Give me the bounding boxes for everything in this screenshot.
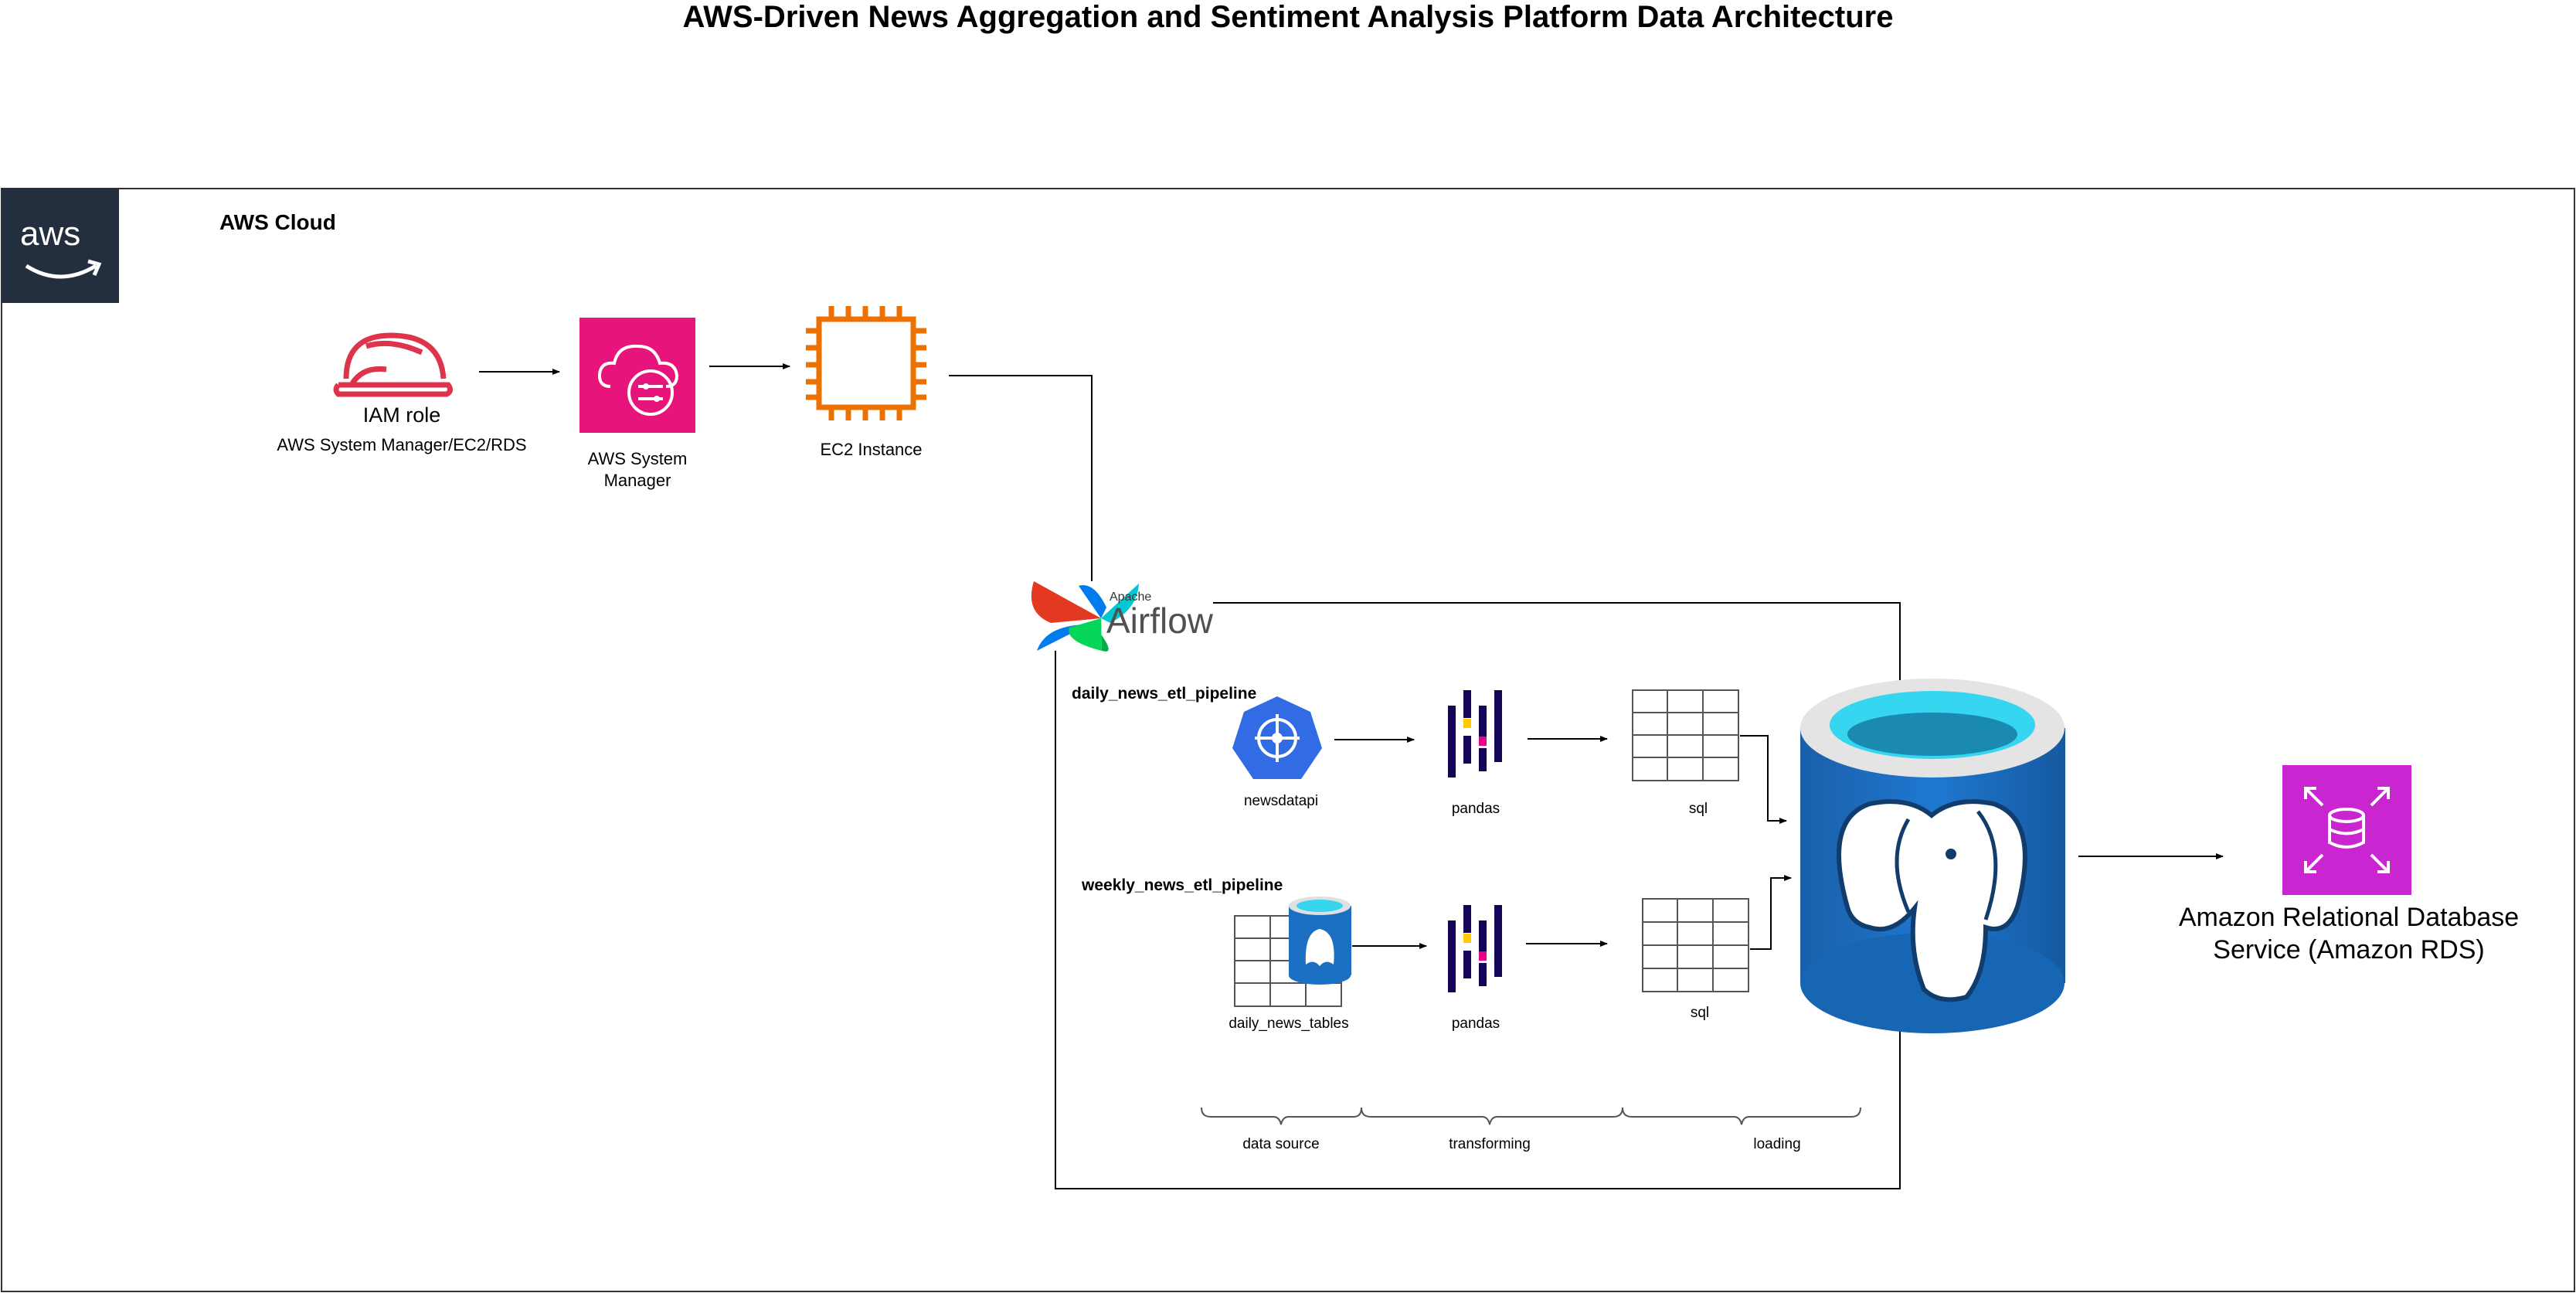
- transform-weekly-label: pandas: [1451, 1016, 1500, 1032]
- page-title: AWS-Driven News Aggregation and Sentimen…: [682, 0, 1894, 34]
- stage-transforming: transforming: [1449, 1136, 1531, 1152]
- aws-logo: [2, 189, 119, 303]
- load-weekly-label: sql: [1690, 1005, 1710, 1021]
- iam-role-label: IAM role: [362, 403, 441, 427]
- arrow-sql-weekly-to-postgres: [1750, 875, 1792, 950]
- load-daily-label: sql: [1688, 801, 1708, 817]
- line-ec2-to-airflow: [949, 375, 1093, 581]
- rds-label: Amazon Relational Database Service (Amaz…: [2178, 903, 2520, 965]
- aws-cloud-group: [1, 188, 2575, 1292]
- pandas-icon-weekly: [1448, 905, 1502, 992]
- transform-daily-label: pandas: [1451, 801, 1500, 817]
- iam-role-icon: [333, 332, 454, 397]
- sql-table-daily: [1632, 689, 1739, 781]
- ssm-label: AWS System Manager: [587, 449, 688, 490]
- stage-loading: loading: [1753, 1136, 1801, 1152]
- arrow-sql-daily-to-postgres: [1740, 735, 1787, 824]
- source-weekly-label: daily_news_tables: [1229, 1016, 1349, 1032]
- pipeline-daily-name: daily_news_etl_pipeline: [1072, 685, 1257, 703]
- aws-cloud-label: AWS Cloud: [219, 210, 336, 234]
- iam-role-sublabel: AWS System Manager/EC2/RDS: [277, 435, 527, 454]
- ec2-label: EC2 Instance: [820, 440, 923, 459]
- source-daily-label: newsdatapi: [1243, 793, 1319, 809]
- stage-brackets: [1201, 1107, 1861, 1125]
- aws-logo-text: aws: [20, 215, 81, 253]
- pandas-icon-daily: [1448, 690, 1502, 778]
- pipeline-weekly-name: weekly_news_etl_pipeline: [1082, 876, 1283, 894]
- postgresql-database-icon: [1800, 679, 2065, 1033]
- ssm-icon: [579, 318, 695, 433]
- airflow-group: [1055, 602, 1901, 1189]
- airflow-brand-top: Apache: [1110, 590, 1152, 604]
- ec2-instance-icon: [806, 306, 926, 420]
- airflow-brand: Airflow: [1106, 601, 1214, 641]
- newsdatapi-icon: [1232, 696, 1322, 779]
- airflow-pinwheel-icon: [1031, 581, 1139, 652]
- amazon-rds-icon: [2282, 765, 2411, 895]
- daily-news-tables-icon: [1234, 897, 1351, 1007]
- sql-table-weekly: [1642, 898, 1749, 992]
- stage-data-source: data source: [1242, 1136, 1320, 1152]
